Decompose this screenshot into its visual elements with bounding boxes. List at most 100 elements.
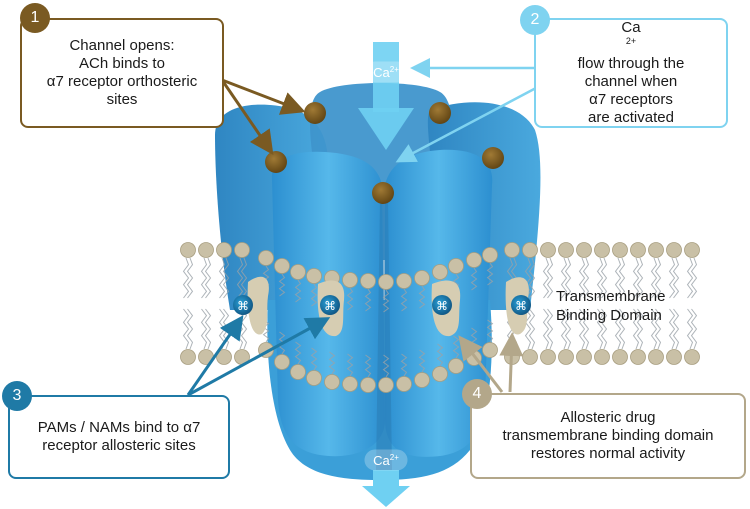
lipid-tail: [654, 308, 662, 350]
ach-ligand-3: [265, 151, 287, 173]
callout-2-badge: 2: [520, 5, 550, 35]
lipid-tail: [204, 308, 212, 350]
lipid-head: [290, 364, 306, 380]
lipid-tail: [528, 257, 536, 299]
membrane-lipid-heads: [180, 242, 700, 393]
ach-ligand-4: [482, 147, 504, 169]
lipid-tail: [690, 257, 698, 299]
lipid-tail: [686, 257, 694, 299]
lipid-head: [180, 242, 196, 258]
lipid-tail: [382, 289, 390, 313]
callout-4-text: Allosteric drug transmembrane binding do…: [502, 409, 714, 462]
lipid-head: [540, 242, 556, 258]
lipid-tail: [596, 308, 604, 350]
lipid-tail: [364, 288, 372, 312]
lipid-head: [360, 273, 376, 289]
lipid-head: [466, 252, 482, 268]
lipid-tail: [672, 257, 680, 299]
lipid-tail: [564, 257, 572, 299]
callout-1-badge: 1: [20, 3, 50, 33]
connector-1b: [220, 79, 274, 155]
lipid-tail: [470, 267, 478, 291]
lipid-head: [306, 370, 322, 386]
allosteric-site-marker-4: ⌘: [511, 295, 531, 315]
allosteric-site-marker-2: ⌘: [320, 295, 340, 315]
lipid-tail: [524, 308, 532, 350]
lipid-tail: [564, 308, 572, 350]
ion-flow-arrow-top-head: [358, 108, 414, 150]
lipid-tail: [346, 353, 354, 377]
lipid-tail: [240, 257, 248, 299]
lipid-tail: [690, 308, 698, 350]
ach-ligand-2: [429, 102, 451, 124]
lipid-tail: [186, 308, 194, 350]
lipid-tail: [200, 257, 208, 299]
transmembrane-domain-label: Transmembrane Binding Domain: [556, 288, 666, 324]
lipid-head: [666, 349, 682, 365]
callout-3-box: PAMs / NAMs bind to α7 receptor alloster…: [8, 395, 230, 479]
lipid-head: [342, 376, 358, 392]
svg-text:⌘: ⌘: [515, 299, 527, 313]
lipid-head: [630, 242, 646, 258]
lipid-tail: [614, 308, 622, 350]
lipid-head: [576, 349, 592, 365]
lipid-head: [482, 247, 498, 263]
lipid-tail: [186, 257, 194, 299]
lipid-tail: [524, 257, 532, 299]
ion-label-top: Ca2+: [364, 61, 408, 83]
lipid-tail: [436, 343, 444, 367]
lipid-tail: [582, 308, 590, 350]
lipid-tail: [632, 257, 640, 299]
lipid-head: [274, 258, 290, 274]
lipid-tail: [236, 308, 244, 350]
connector-4a: [458, 335, 504, 393]
ach-ligand-5: [372, 182, 394, 204]
lipid-tail: [240, 308, 248, 350]
lipid-tail: [560, 308, 568, 350]
lipid-head: [448, 358, 464, 374]
lipid-head: [180, 349, 196, 365]
lipid-head: [290, 264, 306, 280]
lipid-tail: [364, 354, 372, 378]
callout-1-box: Channel opens: ACh binds to α7 receptor …: [20, 18, 224, 128]
svg-text:Ca2+: Ca2+: [373, 65, 399, 80]
lipid-tail: [542, 308, 550, 350]
lipid-head: [324, 374, 340, 390]
lipid-tail: [668, 257, 676, 299]
lipid-head: [522, 242, 538, 258]
lipid-tail: [632, 308, 640, 350]
lipid-head: [414, 372, 430, 388]
connector-2b: [395, 86, 537, 163]
lipid-head: [396, 273, 412, 289]
allosteric-site-marker-3: ⌘: [432, 295, 452, 315]
lipid-head: [558, 349, 574, 365]
ion-label-bottom: Ca2+: [364, 449, 408, 471]
callout-3-text: PAMs / NAMs bind to α7 receptor alloster…: [37, 419, 201, 454]
lipid-head: [612, 349, 628, 365]
callout-4-badge: 4: [462, 379, 492, 409]
connector-3a: [186, 315, 244, 396]
lipid-tail: [218, 257, 226, 299]
callout-4-box: Allosteric drug transmembrane binding do…: [470, 393, 746, 479]
lipid-tail: [596, 257, 604, 299]
lipid-head: [258, 250, 274, 266]
lipid-head: [378, 274, 394, 290]
lipid-head: [448, 258, 464, 274]
svg-text:Ca2+: Ca2+: [373, 453, 399, 468]
lipid-tail: [182, 308, 190, 350]
lipid-head: [684, 349, 700, 365]
lipid-head: [504, 242, 520, 258]
lipid-head: [198, 242, 214, 258]
lipid-tail: [222, 257, 230, 299]
lipid-tail: [650, 308, 658, 350]
lipid-tail: [618, 257, 626, 299]
lipid-tail: [236, 257, 244, 299]
ion-flow-arrow-top-shaft: [373, 42, 399, 112]
lipid-tail: [560, 257, 568, 299]
lipid-head: [648, 242, 664, 258]
lipid-head: [594, 242, 610, 258]
allosteric-pocket-left: [247, 276, 269, 335]
lipid-tail: [346, 287, 354, 311]
